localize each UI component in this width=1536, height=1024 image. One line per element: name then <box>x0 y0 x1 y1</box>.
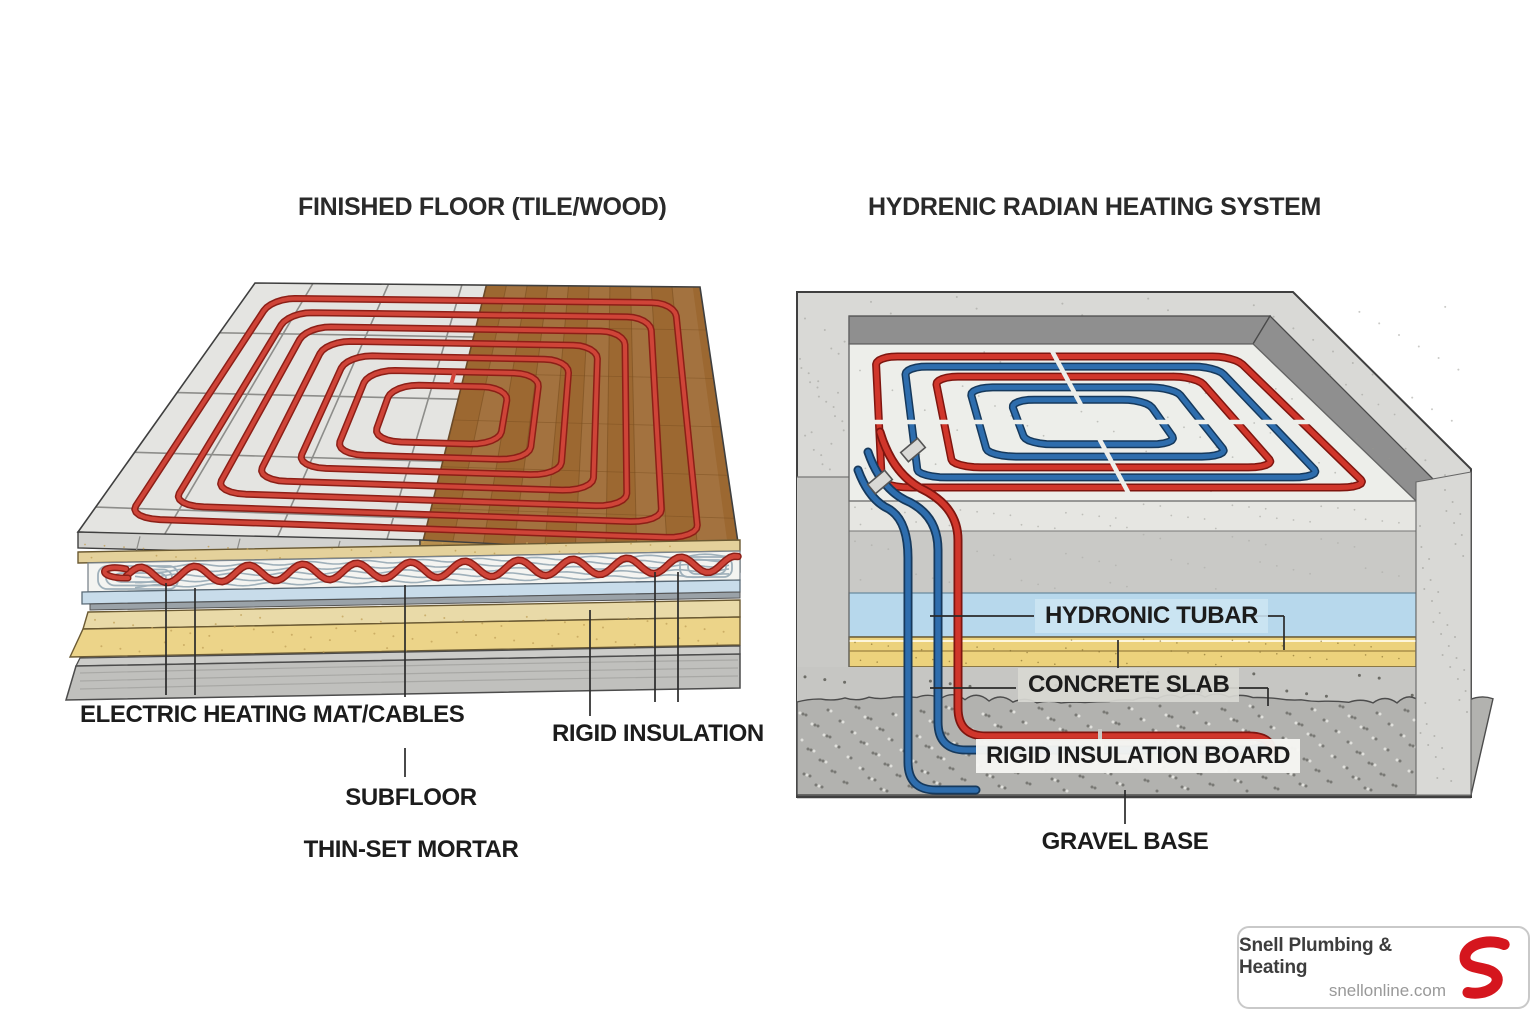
label-concrete-slab: CONCRETE SLAB <box>1018 668 1240 702</box>
label-gravel-base: GRAVEL BASE <box>1041 828 1209 855</box>
label-subfloor: SUBFLOOR <box>345 784 477 811</box>
label-electric-heating-mat: ELECTRIC HEATING MAT/CABLES <box>80 701 465 728</box>
label-rigid-insulation-board: RIGID INSULATION BOARD <box>976 739 1301 773</box>
hydronic-slab-diagram <box>796 291 1494 824</box>
company-website: snellonline.com <box>1328 980 1446 1000</box>
left-diagram-title: FINISHED FLOOR (TILE/WOOD) <box>298 193 667 221</box>
company-badge-text: Snell Plumbing & Heating snellonline.com <box>1239 935 1446 1001</box>
company-name: Snell Plumbing & Heating <box>1239 934 1393 978</box>
right-diagram-title: HYDRENIC RADIAN HEATING SYSTEM <box>868 193 1322 221</box>
label-rigid-insulation: RIGID INSULATION <box>552 720 764 747</box>
company-badge: Snell Plumbing & Heating snellonline.com <box>1237 926 1530 1009</box>
label-thinset-mortar: THIN-SET MORTAR <box>303 836 519 863</box>
company-logo-s-icon <box>1459 935 1510 999</box>
label-hydronic-tubing: HYDRONIC TUBAR <box>1035 599 1269 633</box>
electric-floor-diagram <box>64 282 742 777</box>
